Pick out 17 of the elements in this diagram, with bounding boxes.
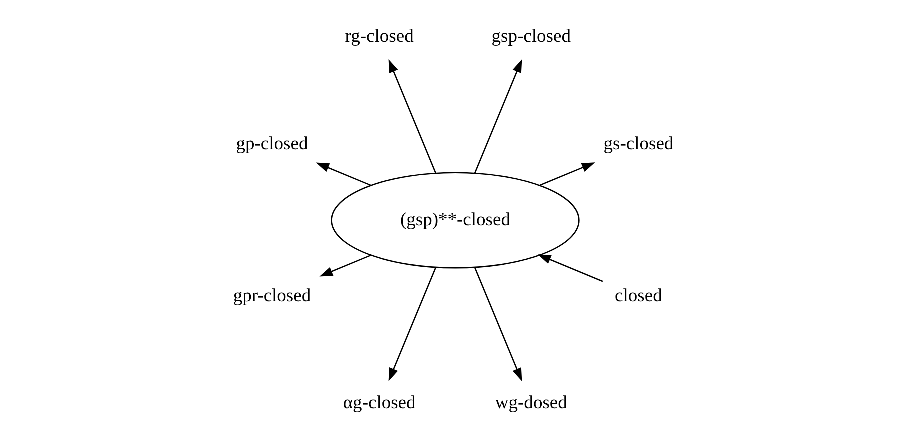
node-text: closed	[614, 285, 662, 306]
arrow	[474, 267, 522, 382]
node-text: gpr-closed	[232, 285, 311, 306]
arrow	[388, 267, 436, 382]
node-text: rg-closed	[344, 26, 414, 48]
node-text: gp-closed	[236, 133, 308, 154]
node-ellipse: (gsp)**-closed	[330, 172, 580, 269]
arrow	[316, 162, 371, 186]
node-text: αg-closed	[342, 392, 416, 414]
arrow	[537, 254, 603, 282]
arrow	[539, 162, 595, 186]
arrow	[319, 254, 371, 277]
arrow	[388, 59, 436, 174]
arrow	[474, 59, 522, 174]
node-text: wg-dosed	[494, 392, 567, 414]
node-text: gs-closed	[603, 133, 674, 154]
node-text: gsp-closed	[491, 26, 570, 48]
